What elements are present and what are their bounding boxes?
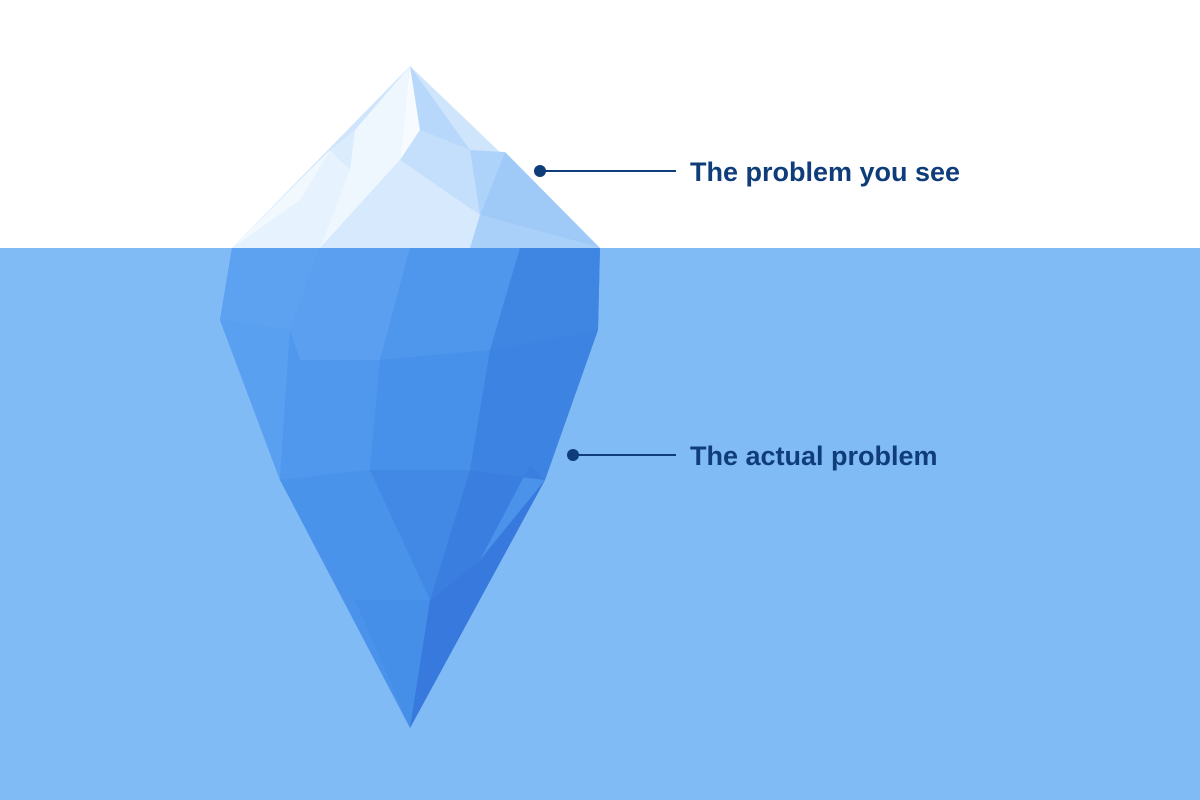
tip-facet: [400, 130, 480, 215]
tip-facet: [470, 215, 600, 248]
body-facet: [370, 350, 490, 470]
body-facet: [410, 480, 545, 728]
body-facet: [280, 470, 430, 600]
callout-label-above: The problem you see: [690, 157, 960, 187]
body-facet: [370, 470, 470, 600]
body-facet: [430, 465, 545, 600]
body-facet: [490, 248, 600, 350]
tip-facet: [480, 152, 600, 248]
tip-facet: [400, 66, 420, 160]
callout-label-below: The actual problem: [690, 441, 938, 471]
body-facet: [380, 248, 520, 360]
body-facet: [355, 600, 430, 728]
callout-above: The problem you see: [534, 157, 960, 187]
body-facet: [280, 330, 380, 480]
body-facet: [220, 320, 290, 480]
iceberg-tip: [232, 66, 600, 248]
tip-facet: [320, 66, 410, 248]
callout-below: The actual problem: [567, 441, 938, 471]
body-facet: [220, 248, 320, 330]
tip-facet: [470, 150, 505, 215]
sky: [0, 0, 1200, 248]
tip-facet: [232, 150, 330, 248]
body-facet: [290, 248, 410, 360]
iceberg-body: [220, 248, 600, 728]
water: [0, 248, 1200, 800]
tip-facet: [320, 160, 480, 248]
tip-facet: [330, 130, 355, 170]
tip-facet: [410, 66, 470, 150]
body-facet: [470, 330, 598, 480]
